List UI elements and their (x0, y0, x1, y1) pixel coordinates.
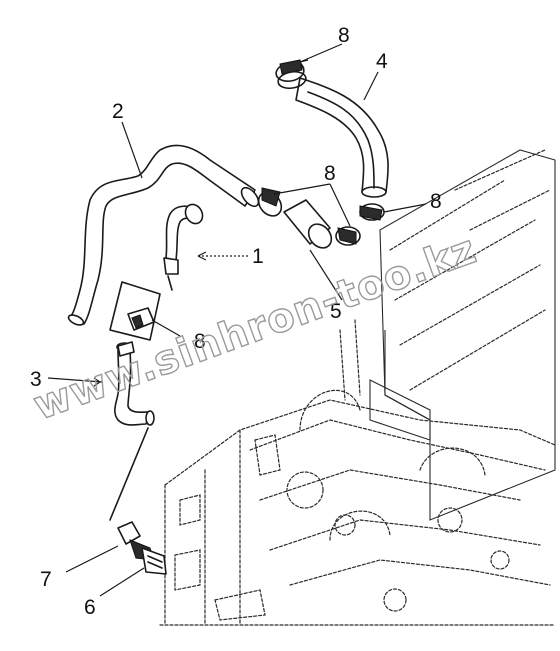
callout-4: 4 (376, 50, 388, 73)
callout-7: 7 (40, 568, 52, 591)
callout-labels: 1 2 3 4 5 6 7 8 8 8 8 (30, 24, 442, 619)
callout-5: 5 (330, 300, 342, 323)
clamp-left-lower (117, 341, 135, 357)
callout-8-top: 8 (338, 24, 350, 47)
callout-6: 6 (84, 596, 96, 619)
callout-8-mid: 8 (324, 162, 336, 185)
hose-bypass (67, 144, 260, 326)
clamp-top (275, 59, 307, 90)
clamp-right (335, 226, 361, 246)
hose-short-bend (163, 203, 204, 291)
clamp-far-right (359, 203, 385, 221)
hose-straight (283, 199, 333, 249)
callout-8-right: 8 (430, 190, 442, 213)
fitting-left (109, 281, 161, 341)
callout-3: 3 (30, 368, 42, 391)
leader-lines (47, 43, 427, 597)
hose-lower (109, 342, 155, 521)
callout-1: 1 (252, 245, 264, 268)
engine-block (159, 149, 556, 626)
thermostat-fitting (117, 521, 167, 575)
callout-8-left: 8 (194, 330, 206, 353)
callout-2: 2 (112, 100, 124, 123)
hose-upper (295, 77, 389, 198)
clamp-mid (257, 187, 283, 217)
